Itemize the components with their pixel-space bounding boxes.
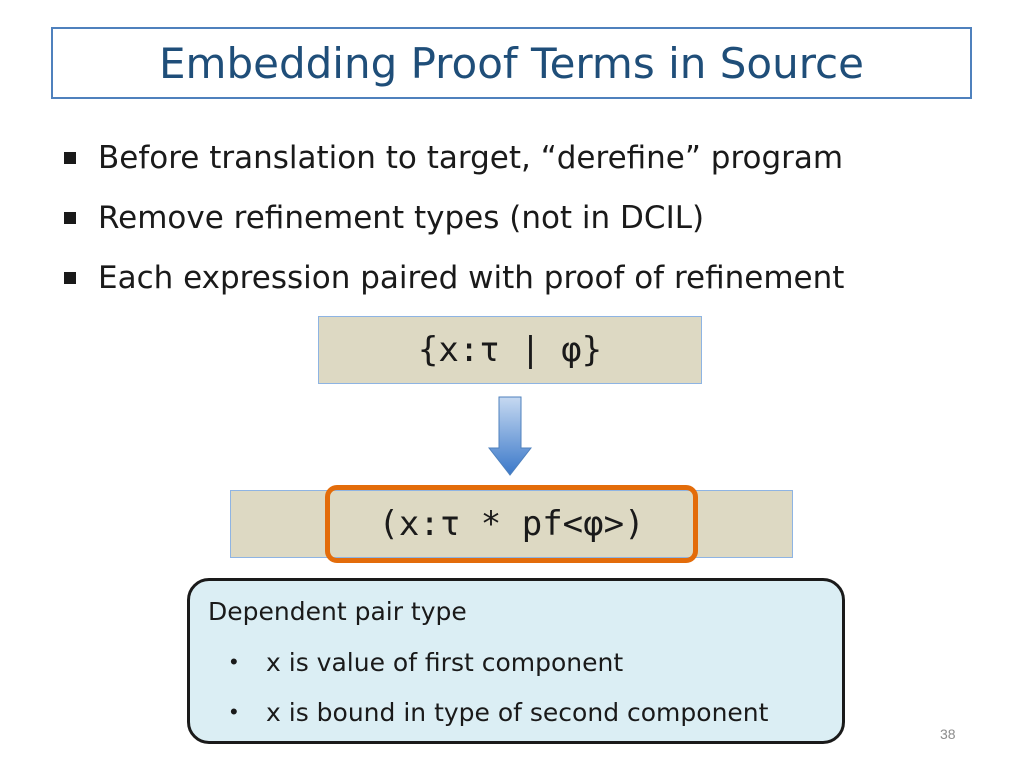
- square-bullet-icon: [64, 152, 76, 164]
- pair-type-highlight: (x:τ * pf<φ>): [325, 485, 698, 563]
- dot-bullet-icon: •: [230, 649, 238, 674]
- pair-type-code: (x:τ * pf<φ>): [378, 504, 645, 544]
- bullet-text: Before translation to target, “derefine”…: [98, 140, 844, 176]
- down-arrow-icon: [488, 396, 532, 476]
- callout-item-text: x is value of first component: [266, 647, 624, 677]
- slide-title-box: Embedding Proof Terms in Source: [51, 27, 972, 99]
- bullet-item: Each expression paired with proof of ref…: [64, 248, 844, 308]
- refinement-type-code: {x:τ | φ}: [417, 330, 603, 370]
- slide-title: Embedding Proof Terms in Source: [159, 38, 864, 88]
- callout-title: Dependent pair type: [208, 597, 467, 626]
- bullet-text: Each expression paired with proof of ref…: [98, 260, 845, 296]
- bullet-text: Remove refinement types (not in DCIL): [98, 200, 705, 236]
- slide-number: 38: [940, 726, 956, 742]
- refinement-type-box: {x:τ | φ}: [318, 316, 702, 384]
- square-bullet-icon: [64, 272, 76, 284]
- dot-bullet-icon: •: [230, 699, 238, 724]
- square-bullet-icon: [64, 212, 76, 224]
- callout-item: • x is bound in type of second component: [208, 687, 842, 737]
- pair-type-box: [230, 490, 793, 558]
- bullet-list: Before translation to target, “derefine”…: [64, 128, 844, 308]
- bullet-item: Remove refinement types (not in DCIL): [64, 188, 844, 248]
- dependent-pair-callout: Dependent pair type • x is value of firs…: [187, 578, 845, 744]
- bullet-item: Before translation to target, “derefine”…: [64, 128, 844, 188]
- callout-item-text: x is bound in type of second component: [266, 697, 769, 727]
- callout-item: • x is value of first component: [208, 637, 842, 687]
